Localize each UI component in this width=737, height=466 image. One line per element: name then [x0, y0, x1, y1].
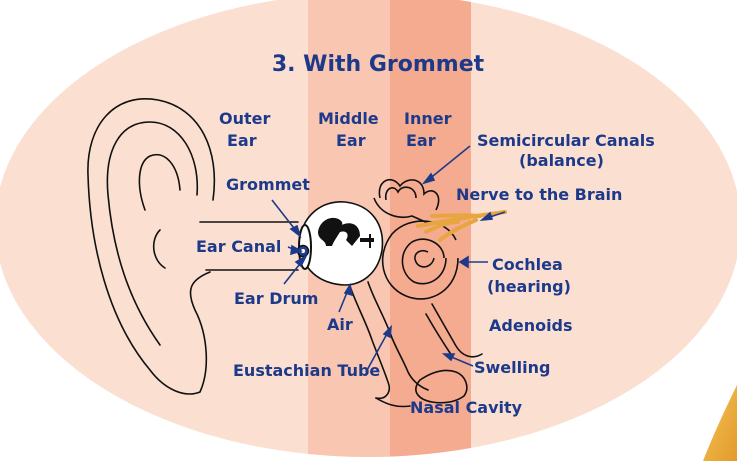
grommet-label: Grommet [226, 175, 310, 194]
cochlea-sublabel: (hearing) [487, 277, 571, 296]
ear-canal-label: Ear Canal [196, 237, 281, 256]
inner-ear-label-line1: Inner [404, 109, 452, 128]
nerve-label: Nerve to the Brain [456, 185, 622, 204]
semicircular-canals-sublabel: (balance) [519, 151, 604, 170]
cochlea-label: Cochlea [492, 255, 563, 274]
middle-ear-label-line1: Middle [318, 109, 379, 128]
adenoids-label: Adenoids [489, 316, 573, 335]
nasal-cavity-label: Nasal Cavity [410, 398, 523, 417]
outer-ear-label-line1: Outer [219, 109, 270, 128]
inner-ear-label-line2: Ear [406, 131, 436, 150]
swelling-label: Swelling [474, 358, 550, 377]
corner-decoration [703, 385, 737, 461]
outer-ear-label-line2: Ear [227, 131, 257, 150]
air-label: Air [327, 315, 353, 334]
eustachian-tube-label: Eustachian Tube [233, 361, 380, 380]
middle-ear-label-line2: Ear [336, 131, 366, 150]
semicircular-canals-label: Semicircular Canals [477, 131, 655, 150]
diagram-title: 3. With Grommet [272, 52, 485, 77]
ear-drum-label: Ear Drum [234, 289, 318, 308]
